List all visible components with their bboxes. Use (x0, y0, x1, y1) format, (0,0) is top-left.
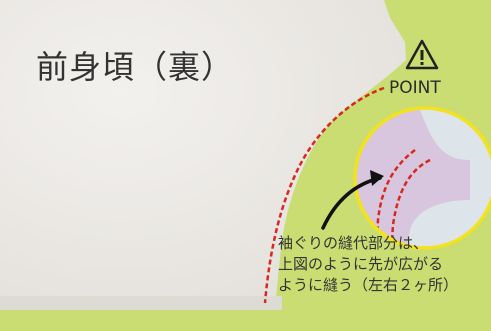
armhole-stitch-line (263, 86, 385, 304)
page-title: 前身頃（裏） (36, 48, 235, 86)
point-label: POINT (389, 78, 441, 98)
pointer-arrow-icon (321, 170, 384, 230)
lens-stitch-line-2 (389, 158, 431, 248)
fabric-hem (0, 296, 282, 310)
fabric-piece (0, 0, 406, 306)
caption-line: 上図のように先が広がる (278, 255, 444, 273)
caption-line: ように縫う（左右２ヶ所） (278, 276, 459, 294)
instruction-caption: 袖ぐりの縫代部分は、 上図のように先が広がる ように縫う（左右２ヶ所） (278, 233, 458, 296)
caption-line: 袖ぐりの縫代部分は、 (278, 234, 429, 252)
lens-stitch-line-1 (374, 149, 416, 248)
warning-triangle-icon (405, 39, 439, 70)
